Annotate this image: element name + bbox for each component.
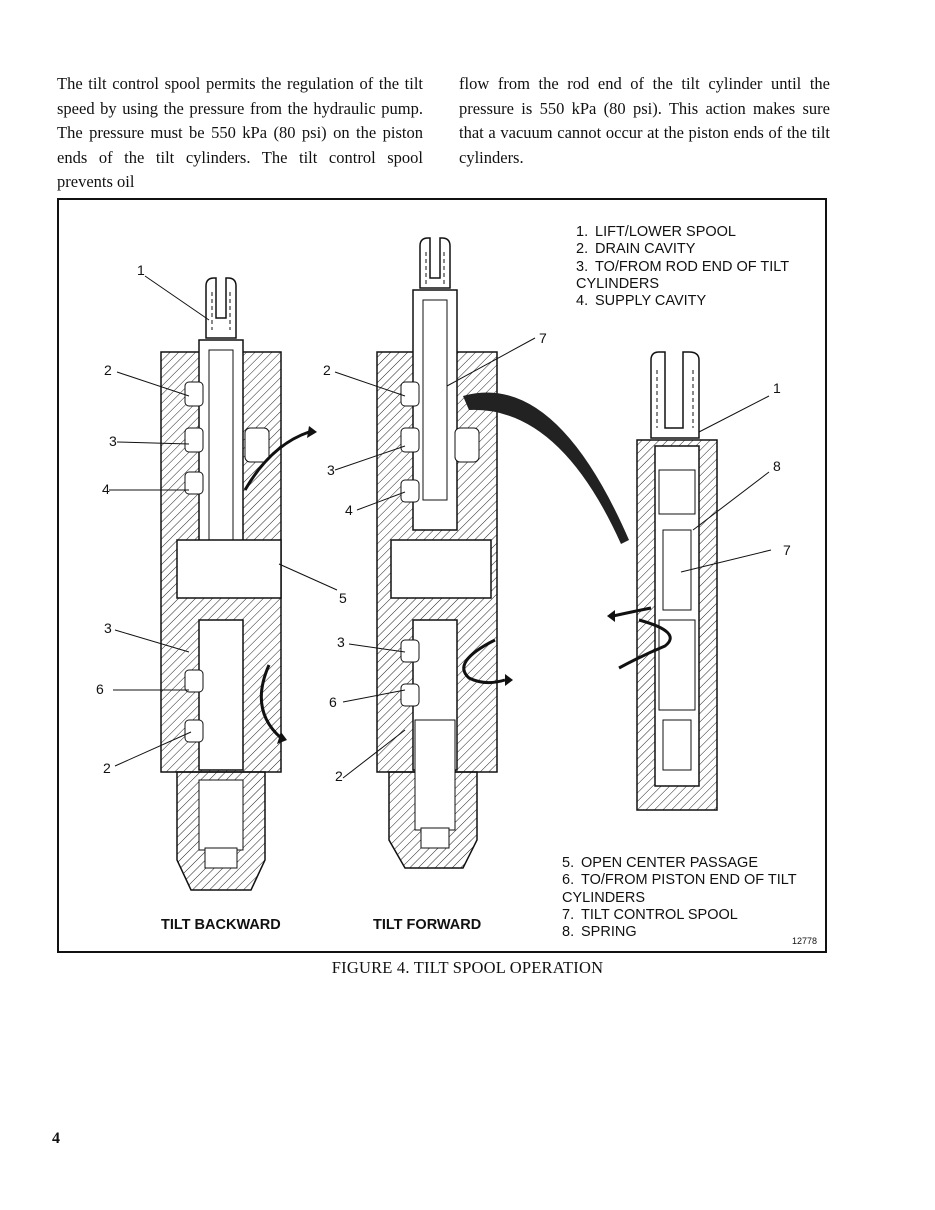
callout-number: 5 <box>339 590 347 606</box>
tilt-control-spool-detail <box>607 351 718 811</box>
legend-item: 3.TO/FROM ROD END OF TILT <box>576 258 790 275</box>
leader-lines <box>109 275 772 779</box>
callout-number: 7 <box>539 330 547 346</box>
callout-number: 6 <box>96 681 104 697</box>
callout-number: 3 <box>104 620 112 636</box>
legend-item: 4.SUPPLY CAVITY <box>576 293 707 310</box>
body-text-left-column: The tilt control spool permits the regul… <box>57 74 423 191</box>
callout-number: 8 <box>773 458 781 474</box>
page-number: 4 <box>52 1130 60 1147</box>
callout-number: 1 <box>773 380 781 396</box>
legend-item: 8.SPRING <box>562 924 637 941</box>
callout-number: 4 <box>102 481 110 497</box>
figure-doc-id: 12778 <box>791 936 817 946</box>
callout-number: 2 <box>335 768 343 784</box>
legend-item: 2.DRAIN CAVITY <box>576 241 696 258</box>
legend-item-continuation: CYLINDERS <box>562 889 645 906</box>
callout-number: 4 <box>345 502 353 518</box>
callout-number: 6 <box>329 694 337 710</box>
legend-item: 1.LIFT/LOWER SPOOL <box>576 224 736 240</box>
figure-frame: 1.LIFT/LOWER SPOOL 2.DRAIN CAVITY 3.TO/F… <box>57 198 827 953</box>
callout-number: 3 <box>337 634 345 650</box>
figure-caption: FIGURE 4. TILT SPOOL OPERATION <box>331 958 604 977</box>
tilt-forward-view <box>376 237 629 869</box>
tilt-backward-view <box>160 277 317 891</box>
legend-item: 7.TILT CONTROL SPOOL <box>562 906 738 923</box>
legend-item-continuation: CYLINDERS <box>576 275 659 292</box>
legend-bottom: 5.OPEN CENTER PASSAGE 6.TO/FROM PISTON E… <box>562 855 797 941</box>
tilt-spool-drawing <box>109 237 772 891</box>
callout-number: 3 <box>109 433 117 449</box>
legend-item: 5.OPEN CENTER PASSAGE <box>562 855 758 871</box>
body-text-right-column: flow from the rod end of the tilt cylind… <box>459 74 830 167</box>
callout-number: 2 <box>103 760 111 776</box>
callout-number: 2 <box>104 362 112 378</box>
callout-number: 2 <box>323 362 331 378</box>
tilt-backward-title: TILT BACKWARD <box>161 917 281 933</box>
legend-top: 1.LIFT/LOWER SPOOL 2.DRAIN CAVITY 3.TO/F… <box>576 224 789 310</box>
callout-number: 3 <box>327 462 335 478</box>
legend-item: 6.TO/FROM PISTON END OF TILT <box>562 872 797 889</box>
callout-number: 1 <box>137 262 145 278</box>
tilt-forward-title: TILT FORWARD <box>373 917 482 933</box>
callout-number: 7 <box>783 542 791 558</box>
